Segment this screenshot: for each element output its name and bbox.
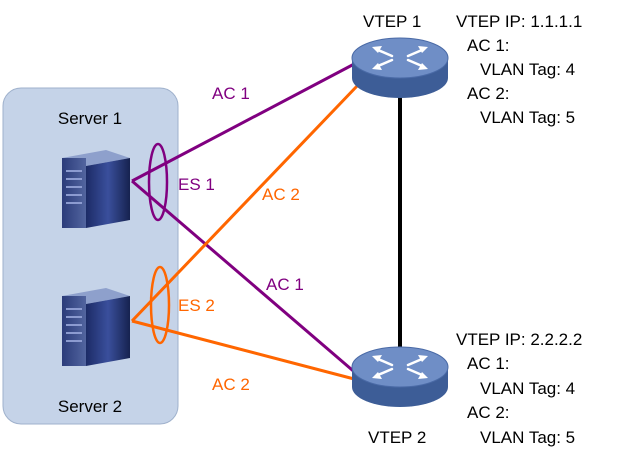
server-tower-icon: [62, 150, 130, 228]
link-server2-vtep2: [131, 319, 359, 382]
link-label-s1-vtep2: AC 1: [266, 275, 304, 294]
vtep1-ac1: AC 1:: [467, 36, 510, 55]
vtep2-label: VTEP 2: [368, 428, 426, 447]
link-label-s2-vtep2: AC 2: [212, 375, 250, 394]
es1-ellipse: [147, 142, 169, 222]
server-group: [2, 87, 179, 425]
switch-router-icon: [351, 37, 449, 98]
server2-label: Server 2: [58, 397, 122, 416]
vtep1-ac2: AC 2:: [467, 84, 510, 103]
link-label-s1-vtep1: AC 1: [212, 84, 250, 103]
vtep1-ac1-tag: VLAN Tag: 4: [480, 60, 575, 79]
es2-label: ES 2: [178, 296, 215, 315]
vtep2-ac2-tag: VLAN Tag: 5: [480, 428, 575, 447]
vtep1-label: VTEP 1: [363, 12, 421, 31]
server1-label: Server 1: [58, 109, 122, 128]
server-tower-icon: [62, 288, 130, 366]
link-server1-vtep2: [131, 179, 359, 377]
es1-label: ES 1: [178, 175, 215, 194]
vtep2-ac1-tag: VLAN Tag: 4: [480, 379, 575, 398]
link-server1-vtep1: [131, 60, 359, 183]
es2-ellipse: [149, 265, 171, 345]
vtep2-ac1: AC 1:: [467, 354, 510, 373]
vtep2-ip: VTEP IP: 2.2.2.2: [456, 330, 582, 349]
link-label-s2-vtep1: AC 2: [262, 185, 300, 204]
vtep2-ac2: AC 2:: [467, 403, 510, 422]
switch-router-icon: [351, 346, 449, 407]
link-server2-vtep1: [130, 83, 360, 323]
vtep1-ip: VTEP IP: 1.1.1.1: [456, 12, 582, 31]
vtep1-ac2-tag: VLAN Tag: 5: [480, 108, 575, 127]
